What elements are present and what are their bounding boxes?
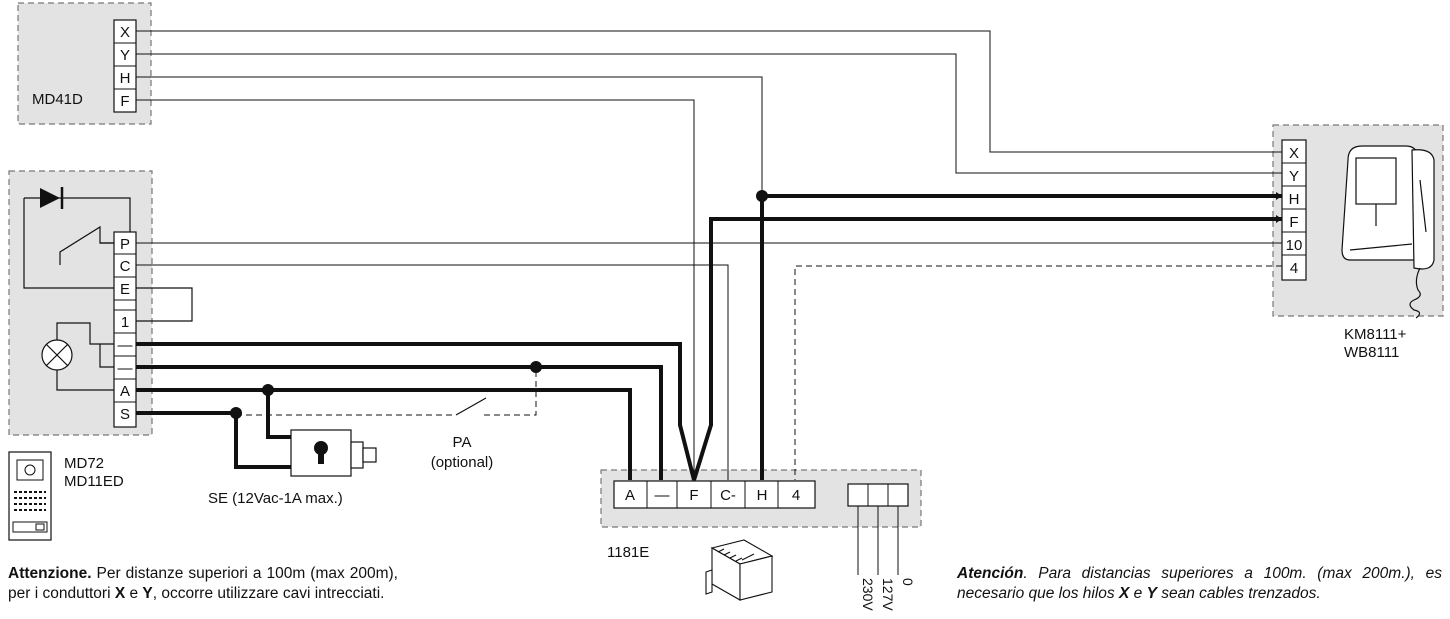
note-es-text-2: sean cables trenzados. (1156, 585, 1321, 602)
note-es-x: X (1119, 585, 1130, 602)
md72-terminal-s: S (120, 406, 130, 423)
psu-terminals: A — F C- H 4 (613, 480, 816, 509)
note-italian: Attenzione. Per distanze superiori a 100… (8, 564, 398, 604)
diode-icon (40, 187, 64, 209)
note-it-text-1: Per distanze superiori a 100m (max 200m)… (8, 565, 398, 602)
note-it-x: X (114, 585, 126, 602)
mains-0v: 0 (900, 578, 916, 586)
wire-f-top (136, 99, 695, 493)
monitor-terminals: X Y H F 10 4 (1281, 139, 1307, 281)
wire-a-lock (266, 390, 291, 439)
monitor-terminal-4: 4 (1290, 260, 1298, 277)
md72-terminals: P C E 1 — — A S (113, 231, 137, 428)
power-supply-icon (705, 539, 774, 601)
psu-terminal-a: A (625, 487, 635, 504)
md41d-terminals: X Y H F (113, 19, 137, 113)
wire-s (136, 411, 291, 469)
monitor-terminal-y: Y (1289, 168, 1299, 185)
md41d-terminal-h: H (120, 70, 131, 87)
monitor-terminal-f: F (1289, 214, 1298, 231)
entry-panel-icon (8, 451, 52, 541)
note-it-text-2: , occorre utilizzare cavi intrecciati. (152, 585, 385, 602)
monitor-terminal-h: H (1289, 191, 1300, 208)
door-lock-icon (290, 429, 377, 477)
wire-y (136, 53, 1282, 174)
dashed-wires (236, 265, 1282, 480)
md72-terminal-e: E (120, 281, 130, 298)
wire-f-main (692, 217, 1282, 481)
note-it-e: e (125, 585, 143, 602)
wire-h-top (136, 76, 763, 196)
wire-a (136, 388, 632, 480)
md11ed-label: MD11ED (64, 473, 124, 490)
handset-monitor-icon (1341, 145, 1435, 319)
mains-terminals: 230V 127V 0 (847, 483, 916, 611)
md72-label: MD72 (64, 455, 104, 472)
note-es-y: Y (1146, 585, 1157, 602)
note-es-e: e (1129, 585, 1147, 602)
md72-terminal-p: P (120, 236, 130, 253)
md72-terminal-1: 1 (121, 314, 129, 331)
terminal-arrows (1276, 192, 1282, 223)
mains-127v: 127V (880, 578, 896, 611)
wire-neg-1 (136, 342, 696, 481)
md41d-terminal-y: Y (120, 47, 130, 64)
md72-terminal-a: A (120, 383, 130, 400)
pa-label: PA (453, 434, 472, 451)
mains-230v: 230V (860, 578, 876, 611)
pa-switch-icon (455, 397, 487, 416)
psu-label: 1181E (607, 544, 649, 561)
wire-h-main (760, 194, 1282, 480)
md72-terminal-c: C (120, 258, 131, 275)
psu-terminal-4: 4 (792, 487, 800, 504)
wire-pa-return (484, 367, 537, 416)
md72-terminal-neg-2: — (118, 360, 133, 377)
md41d-terminal-f: F (120, 93, 129, 110)
md41d-label: MD41D (32, 91, 83, 108)
note-spanish: Atención. Para distancias superiores a 1… (957, 564, 1442, 604)
wire-x (136, 30, 1282, 153)
md72-terminal-neg-1: — (118, 337, 133, 354)
md41d-terminal-x: X (120, 24, 130, 41)
psu-terminal-h: H (757, 487, 768, 504)
junctions (230, 190, 768, 419)
monitor-terminal-x: X (1289, 145, 1299, 162)
note-es-strong: Atención (957, 565, 1024, 582)
monitor-label-2: WB8111 (1344, 344, 1399, 361)
psu-terminal-c: C- (720, 487, 736, 504)
psu-terminal-neg: — (655, 487, 670, 504)
lock-label: SE (12Vac-1A max.) (208, 490, 343, 507)
thick-wires (136, 194, 1282, 481)
note-it-strong: Attenzione. (8, 565, 92, 582)
wire-c (136, 264, 729, 480)
note-it-y: Y (142, 585, 153, 602)
note-es-text-1: . Para distancias superiores a 100m. (ma… (957, 565, 1442, 602)
wire-monitor-4 (794, 265, 1282, 480)
lamp-icon (41, 339, 73, 371)
pa-sublabel: (optional) (431, 454, 494, 471)
psu-terminal-f: F (689, 487, 698, 504)
wire-neg-2 (136, 365, 663, 480)
monitor-terminal-10: 10 (1286, 237, 1303, 254)
monitor-label-1: KM8111+ (1344, 326, 1407, 343)
